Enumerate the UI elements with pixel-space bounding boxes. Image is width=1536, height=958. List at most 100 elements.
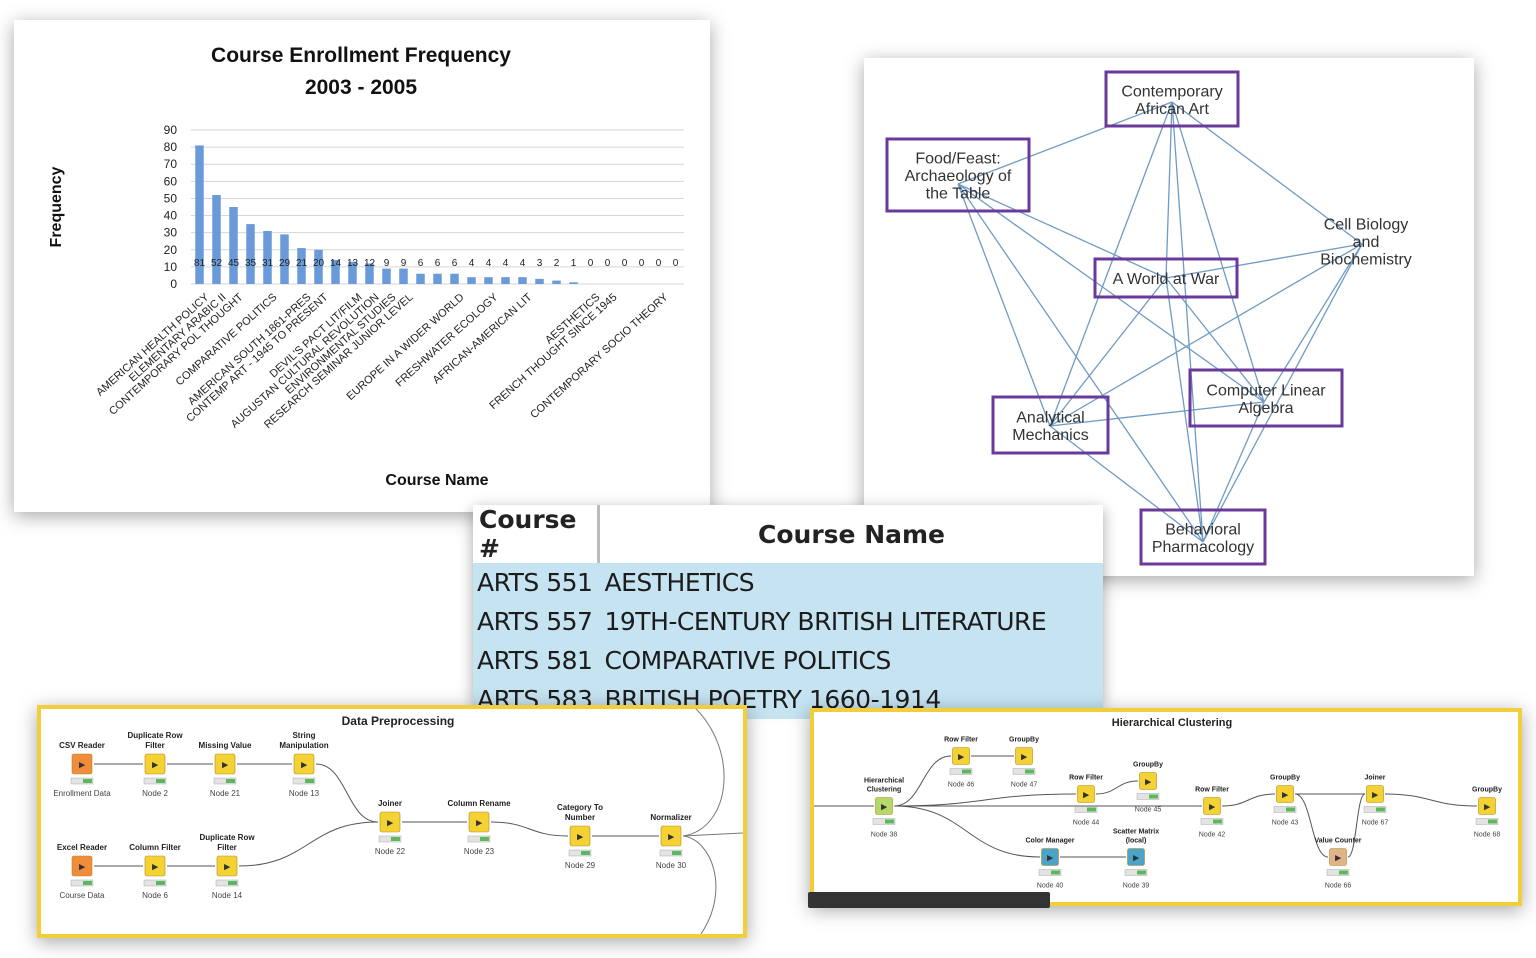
bar xyxy=(416,273,425,284)
node-type-label: Excel Reader xyxy=(57,843,107,852)
workflow-node[interactable]: Normalizer▸Node 30 xyxy=(650,813,691,870)
course-name-cell: COMPARATIVE POLITICS xyxy=(598,641,1103,680)
node-label: Node 43 xyxy=(1272,820,1299,827)
node-icon xyxy=(144,753,166,775)
node-glyph: ▸ xyxy=(1082,789,1089,801)
node-type-label: GroupBy xyxy=(1009,737,1039,744)
node-glyph: ▸ xyxy=(78,861,85,873)
graph-node-box xyxy=(1188,368,1344,428)
bar-data-label: 21 xyxy=(296,258,308,269)
workflow-node[interactable]: GroupBy▸Node 43 xyxy=(1270,775,1300,827)
node-label: Node 23 xyxy=(464,847,495,856)
bar-data-label: 20 xyxy=(313,258,325,269)
node-status-bar xyxy=(143,777,167,785)
graph-node-box xyxy=(991,395,1110,455)
workflow-node[interactable]: Row Filter▸Node 46 xyxy=(944,737,978,789)
bar-data-label: 9 xyxy=(401,258,407,269)
workflow-node[interactable]: GroupBy▸Node 47 xyxy=(1009,737,1039,789)
node-glyph: ▸ xyxy=(1483,801,1490,813)
graph-node-label: Cell Biology xyxy=(1324,217,1408,234)
bar-data-label: 6 xyxy=(452,258,458,269)
node-glyph: ▸ xyxy=(1132,852,1139,864)
y-tick-label: 80 xyxy=(164,140,178,154)
workflow-canvas[interactable]: Hierarchical ClusteringHierarchicalClust… xyxy=(814,712,1518,902)
node-icon xyxy=(1127,848,1145,866)
workflow-node[interactable]: CSV Reader▸Enrollment Data xyxy=(53,741,111,798)
workflow-node[interactable]: Excel Reader▸Course Data xyxy=(57,843,107,900)
bar xyxy=(535,278,544,284)
horizontal-scrollbar[interactable] xyxy=(808,892,1050,908)
workflow-node[interactable]: Scatter Matrix(local)▸Node 39 xyxy=(1113,829,1159,890)
bar xyxy=(433,273,442,284)
graph-node-label: the Table xyxy=(926,186,991,203)
node-status-bar xyxy=(1273,806,1297,813)
node-status-light xyxy=(672,851,681,855)
x-tick-label: ELEMENTARY ARABIC II xyxy=(127,291,229,384)
workflow-node[interactable]: Row Filter▸Node 44 xyxy=(1069,775,1103,827)
workflow-title: Hierarchical Clustering xyxy=(1112,717,1232,729)
node-glyph: ▸ xyxy=(1208,801,1215,813)
graph-node-box xyxy=(1093,257,1239,299)
course-number-cell: ARTS 557 xyxy=(473,602,599,641)
y-axis-label: Frequency xyxy=(48,166,65,247)
node-icon xyxy=(1366,785,1384,803)
bar-data-label: 3 xyxy=(537,258,543,269)
node-glyph: ▸ xyxy=(221,759,228,771)
node-status-bar xyxy=(949,768,973,775)
graph-node-label: Analytical xyxy=(1016,409,1084,426)
node-status-light xyxy=(1213,819,1222,824)
node-type-label: Filter xyxy=(145,741,165,750)
workflow-node[interactable]: Joiner▸Node 22 xyxy=(375,799,406,856)
node-type-label: Row Filter xyxy=(944,737,978,744)
workflow-node[interactable]: Color Manager▸Node 40 xyxy=(1025,838,1074,890)
node-status-bar xyxy=(467,835,491,843)
node-status-light xyxy=(962,769,971,774)
node-label: Node 66 xyxy=(1325,883,1352,890)
node-status-light xyxy=(1087,807,1096,812)
workflow-node[interactable]: GroupBy▸Node 68 xyxy=(1472,787,1502,839)
bar-data-label: 35 xyxy=(245,258,257,269)
workflow-node[interactable]: Column Filter▸Node 6 xyxy=(129,843,181,900)
node-icon xyxy=(875,797,893,815)
node-status-bar xyxy=(292,777,316,785)
node-label: Node 40 xyxy=(1037,883,1064,890)
graph-node-label: Biochemistry xyxy=(1320,252,1412,269)
workflow-node[interactable]: Joiner▸Node 67 xyxy=(1362,775,1389,827)
graph-edge xyxy=(1049,277,1167,427)
y-tick-label: 0 xyxy=(170,277,177,291)
node-status-bar xyxy=(1038,869,1062,876)
node-status-light xyxy=(156,779,165,783)
node-type-label: Duplicate Row xyxy=(199,833,255,842)
node-status-light xyxy=(1137,870,1146,875)
workflow-node[interactable]: GroupBy▸Node 45 xyxy=(1133,762,1163,814)
node-glyph: ▸ xyxy=(1281,789,1288,801)
graph-edge xyxy=(1049,401,1265,427)
bar-data-label: 9 xyxy=(384,258,390,269)
workflow-node[interactable]: Row Filter▸Node 42 xyxy=(1195,787,1229,839)
graph-edge xyxy=(1165,277,1204,543)
y-tick-label: 90 xyxy=(164,123,178,137)
bar xyxy=(229,207,238,284)
workflow-node[interactable]: Value Counter▸Node 66 xyxy=(1314,838,1361,890)
graph-node-box xyxy=(1104,70,1240,128)
node-status-light xyxy=(228,881,237,885)
workflow-node[interactable]: Missing Value▸Node 21 xyxy=(199,741,252,798)
node-status-bar xyxy=(1475,818,1499,825)
node-status-bar xyxy=(1363,806,1387,813)
workflow-node[interactable]: Column Rename▸Node 23 xyxy=(447,799,511,856)
bar-data-label: 13 xyxy=(347,258,359,269)
node-status-light xyxy=(1051,870,1060,875)
bar xyxy=(280,234,289,284)
node-status-bar xyxy=(1012,768,1036,775)
node-icon xyxy=(1203,797,1221,815)
node-type-label: GroupBy xyxy=(1133,762,1163,769)
node-icon xyxy=(1139,772,1157,790)
